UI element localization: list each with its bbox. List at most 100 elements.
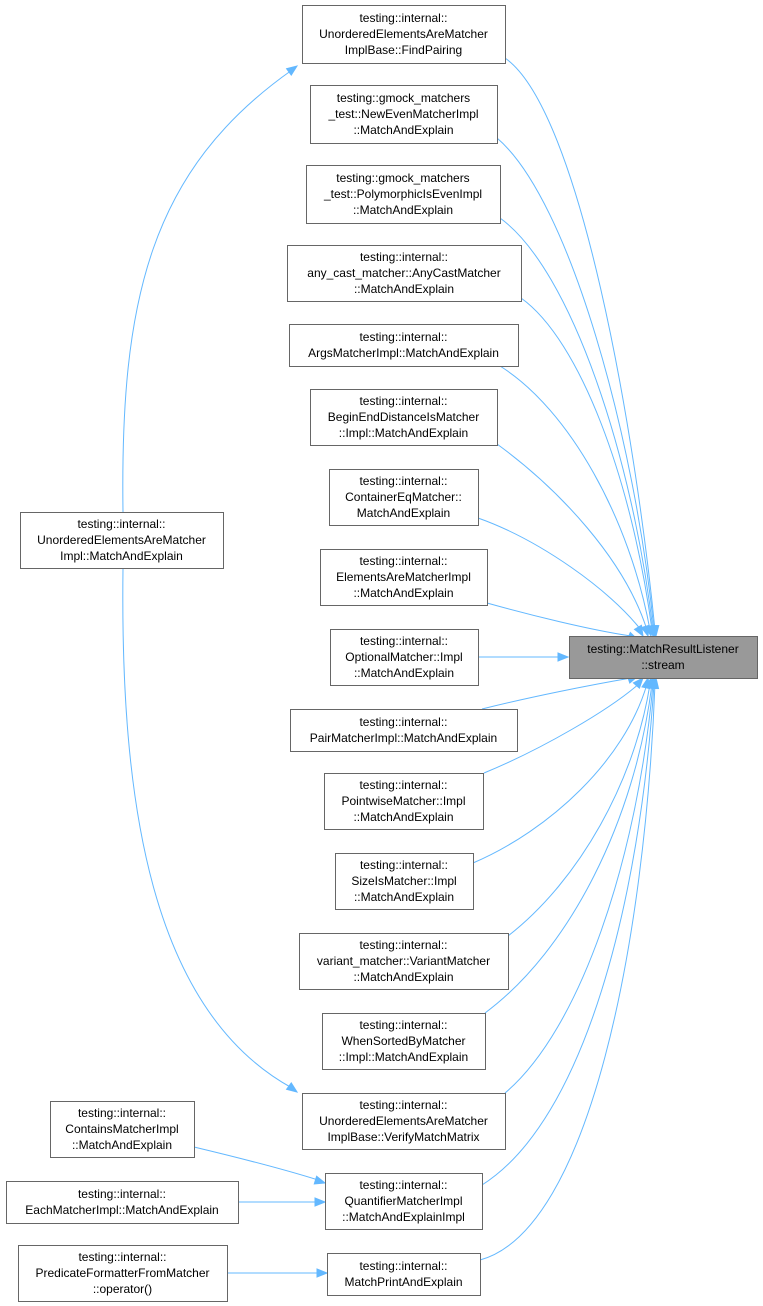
- node-box: [325, 1173, 483, 1230]
- edge-line: [122, 69, 293, 513]
- edge-n10-root: [481, 674, 640, 710]
- node-testing-internal-quantifiermatcherimpl-matchandexplainimpl[interactable]: testing::internal::QuantifierMatcherImpl…: [325, 1173, 483, 1230]
- node-label-line: any_cast_matcher::AnyCastMatcher: [307, 266, 500, 280]
- node-box: [302, 1093, 506, 1150]
- node-label-line: testing::gmock_matchers: [336, 171, 469, 185]
- node-label-line: ContainerEqMatcher::: [345, 490, 462, 504]
- node-testing-internal-unorderedelementsarematcher-impl-matchandexplain[interactable]: testing::internal::UnorderedElementsAreM…: [20, 512, 224, 569]
- node-label-line: MatchAndExplain: [357, 506, 450, 520]
- node-label-line: WhenSortedByMatcher: [341, 1034, 465, 1048]
- edge-line: [193, 1146, 319, 1181]
- node-label-line: testing::internal::: [360, 858, 448, 872]
- node-box: [329, 469, 479, 526]
- node-box: [569, 636, 758, 679]
- node-box: [6, 1181, 239, 1224]
- node-testing-internal-any-cast-matcher-anycastmatcher-matchandexplain[interactable]: testing::internal::any_cast_matcher::Any…: [287, 245, 522, 302]
- node-box: [324, 773, 484, 830]
- node-label-line: Impl::MatchAndExplain: [60, 549, 183, 563]
- node-testing-internal-sizeismatcher-impl-matchandexplain[interactable]: testing::internal::SizeIsMatcher::Impl::…: [335, 853, 474, 910]
- node-label-line: _test::PolymorphicIsEvenImpl: [323, 187, 482, 201]
- node-box: [327, 1253, 481, 1296]
- edge-n8-root: [486, 602, 640, 641]
- node-testing-internal-pointwisematcher-impl-matchandexplain[interactable]: testing::internal::PointwiseMatcher::Imp…: [324, 773, 484, 830]
- node-box: [302, 5, 506, 64]
- node-testing-internal-matchprintandexplain[interactable]: testing::internal::MatchPrintAndExplain: [327, 1253, 481, 1296]
- root-node-testing-matchresultlistener-stream[interactable]: testing::MatchResultListener::stream: [569, 636, 758, 679]
- node-label-line: ::MatchAndExplain: [354, 666, 454, 680]
- edge-n17-root: [479, 676, 660, 1261]
- node-box: [290, 709, 518, 752]
- node-box: [335, 853, 474, 910]
- edge-line: [122, 567, 293, 1089]
- node-box: [320, 549, 488, 606]
- edge-n20-n16: [238, 1197, 327, 1207]
- node-label-line: UnorderedElementsAreMatcher: [37, 533, 206, 547]
- node-testing-internal-elementsarematcherimpl-matchandexplain[interactable]: testing::internal::ElementsAreMatcherImp…: [320, 549, 488, 606]
- node-label-line: testing::internal::: [77, 517, 165, 531]
- node-label-line: _test::NewEvenMatcherImpl: [327, 107, 478, 121]
- node-testing-internal-variant-matcher-variantmatcher-matchandexplain[interactable]: testing::internal::variant_matcher::Vari…: [299, 933, 509, 990]
- edge-n12-root: [472, 676, 651, 864]
- edge-n3-root: [499, 217, 658, 638]
- node-label-line: ::MatchAndExplain: [353, 203, 453, 217]
- edge-line: [479, 683, 656, 1261]
- node-label-line: testing::internal::: [359, 715, 447, 729]
- edge-arrowhead: [316, 1268, 329, 1278]
- edge-n9-root: [478, 652, 570, 662]
- node-label-line: testing::internal::: [359, 1259, 447, 1273]
- node-testing-gmock-matchers-test-newevenmatcherimpl-matchandexplain[interactable]: testing::gmock_matchers_test::NewEvenMat…: [310, 85, 498, 144]
- node-label-line: ImplBase::VerifyMatchMatrix: [327, 1130, 479, 1144]
- node-label-line: testing::internal::: [78, 1187, 166, 1201]
- node-testing-internal-beginenddistanceismatcher-impl-matchandexplain[interactable]: testing::internal::BeginEndDistanceIsMat…: [310, 389, 498, 446]
- node-testing-internal-unorderedelementsarematcher-implbase-verifymatchmatrix[interactable]: testing::internal::UnorderedElementsAreM…: [302, 1093, 506, 1150]
- node-label-line: ::MatchAndExplain: [353, 123, 453, 137]
- node-testing-internal-unorderedelementsarematcher-implbase-findpairing[interactable]: testing::internal::UnorderedElementsAreM…: [302, 5, 506, 64]
- node-box: [310, 389, 498, 446]
- edge-arrowhead: [633, 624, 644, 638]
- node-box: [289, 324, 519, 367]
- edge-arrowhead: [285, 1081, 299, 1093]
- node-label-line: ImplBase::FindPairing: [345, 43, 462, 57]
- node-testing-internal-whensortedbymatcher-impl-matchandexplain[interactable]: testing::internal::WhenSortedByMatcher::…: [322, 1013, 486, 1070]
- node-label-line: EachMatcherImpl::MatchAndExplain: [25, 1203, 218, 1217]
- node-testing-internal-containsmatcherimpl-matchandexplain[interactable]: testing::internal::ContainsMatcherImpl::…: [50, 1101, 195, 1158]
- node-testing-internal-containereqmatcher-matchandexplain[interactable]: testing::internal::ContainerEqMatcher::M…: [329, 469, 479, 526]
- node-label-line: testing::internal::: [359, 474, 447, 488]
- edge-arrowhead: [649, 676, 660, 690]
- edge-line: [504, 57, 656, 631]
- node-label-line: SizeIsMatcher::Impl: [351, 874, 456, 888]
- node-label-line: testing::internal::: [359, 11, 447, 25]
- node-label-line: PointwiseMatcher::Impl: [341, 794, 465, 808]
- node-label-line: MatchPrintAndExplain: [344, 1275, 462, 1289]
- node-testing-internal-optionalmatcher-impl-matchandexplain[interactable]: testing::internal::OptionalMatcher::Impl…: [330, 629, 479, 686]
- node-label-line: testing::gmock_matchers: [337, 91, 470, 105]
- node-testing-internal-eachmatcherimpl-matchandexplain[interactable]: testing::internal::EachMatcherImpl::Matc…: [6, 1181, 239, 1224]
- node-label-line: PredicateFormatterFromMatcher: [35, 1266, 209, 1280]
- node-label-line: testing::internal::: [360, 634, 448, 648]
- edge-n18-n1: [122, 65, 299, 513]
- edge-arrowhead: [557, 652, 570, 662]
- edge-line: [484, 683, 653, 1014]
- edge-arrowhead: [632, 676, 644, 690]
- edge-line: [499, 217, 654, 631]
- edge-line: [481, 683, 655, 1186]
- node-label-line: UnorderedElementsAreMatcher: [319, 1114, 488, 1128]
- node-testing-internal-pairmatcherimpl-matchandexplain[interactable]: testing::internal::PairMatcherImpl::Matc…: [290, 709, 518, 752]
- edge-line: [496, 137, 655, 631]
- node-box: [299, 933, 509, 990]
- node-label-line: ::MatchAndExplain: [354, 282, 454, 296]
- edge-line: [472, 683, 648, 864]
- edge-line: [496, 443, 648, 631]
- edge-arrowhead: [314, 1197, 327, 1207]
- node-testing-internal-predicateformatterfrommatcher-operator[interactable]: testing::internal::PredicateFormatterFro…: [18, 1245, 228, 1302]
- node-label-line: QuantifierMatcherImpl: [344, 1194, 462, 1208]
- edge-n13-root: [507, 676, 655, 937]
- node-testing-internal-argsmatcherimpl-matchandexplain[interactable]: testing::internal::ArgsMatcherImpl::Matc…: [289, 324, 519, 367]
- node-label-line: variant_matcher::VariantMatcher: [317, 954, 490, 968]
- node-label-line: testing::internal::: [359, 394, 447, 408]
- node-label-line: ::MatchAndExplain: [353, 970, 453, 984]
- node-testing-gmock-matchers-test-polymorphicisevenimpl-matchandexplain[interactable]: testing::gmock_matchers_test::Polymorphi…: [306, 165, 501, 224]
- edge-line: [486, 602, 632, 637]
- edge-n19-n16: [193, 1146, 327, 1185]
